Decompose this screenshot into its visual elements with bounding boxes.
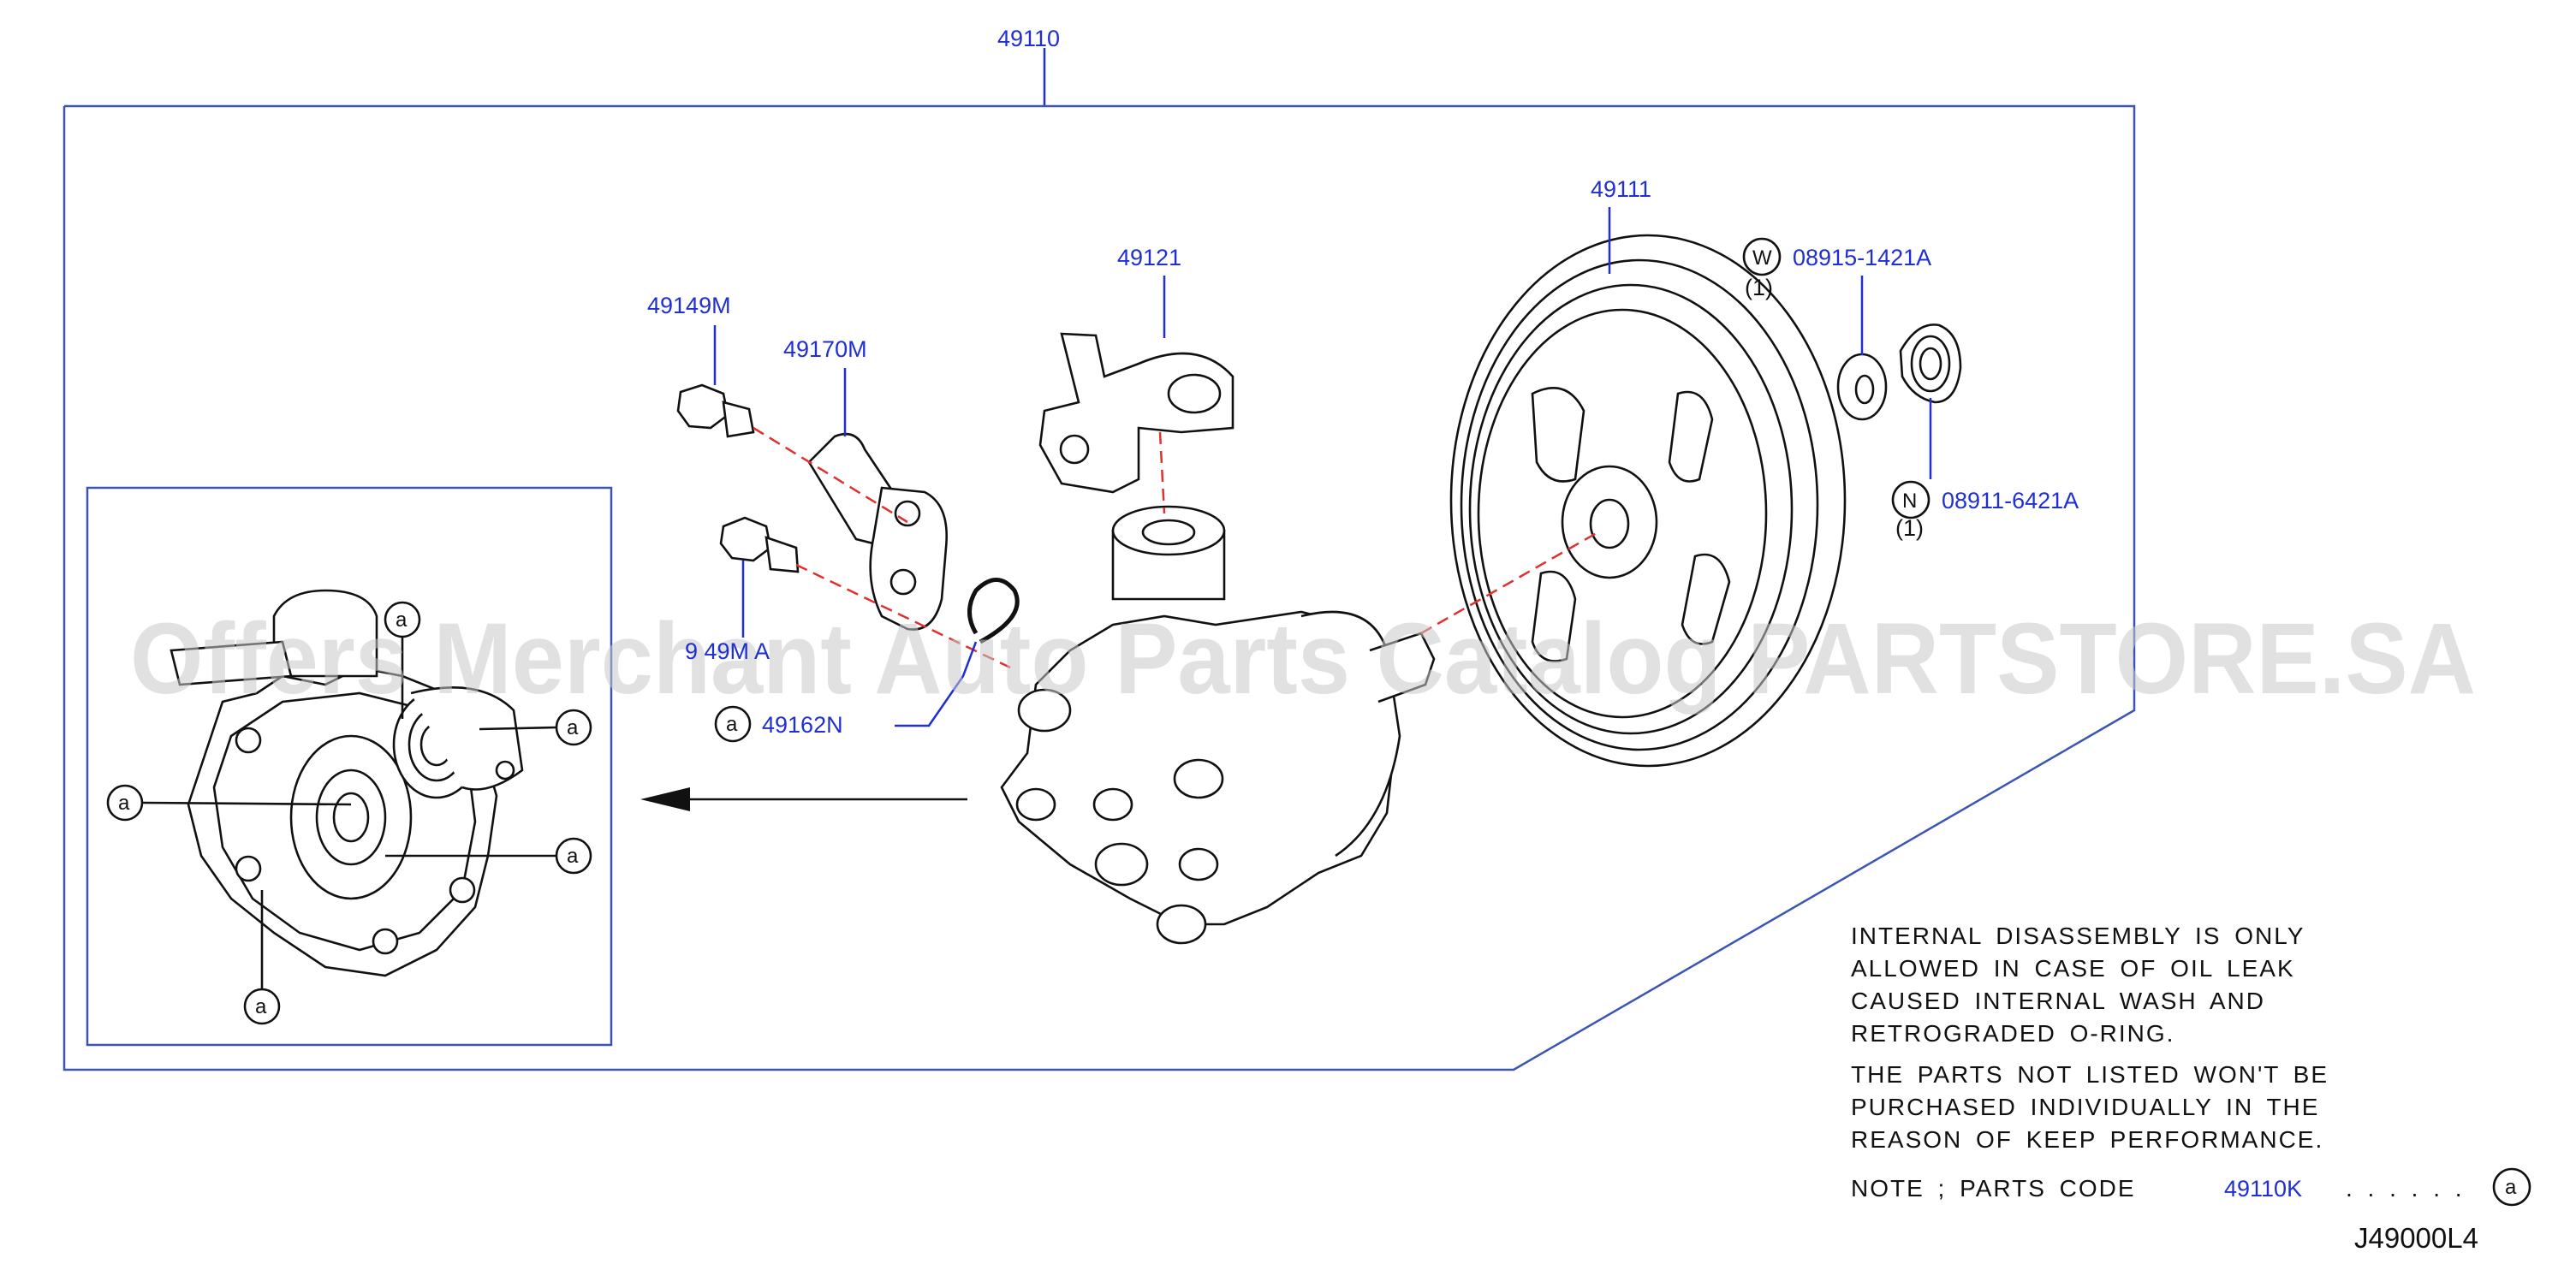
bolt-lower-part-number[interactable]: 9 49M A xyxy=(685,638,770,664)
o-ring-kit-marker xyxy=(714,705,752,743)
assembly-frame xyxy=(62,48,2136,1071)
o-ring-drawing xyxy=(967,578,1020,644)
connector-drawing xyxy=(807,432,948,631)
kit-symbol: a xyxy=(255,995,267,1018)
bracket-alignment-line xyxy=(1158,431,1166,514)
nut-part-number[interactable]: 08911-6421A xyxy=(1942,488,2079,513)
parts-code-dots: . . . . . . xyxy=(2346,1175,2464,1202)
bracket-part-number[interactable]: 49121 xyxy=(1117,245,1181,270)
washer-quantity: (1) xyxy=(1745,275,1773,300)
nut-symbol-circle xyxy=(1891,480,1931,519)
bolt-lower-alignment-line xyxy=(795,563,1011,669)
bolt-lower-drawing xyxy=(719,516,800,573)
kit-symbol: a xyxy=(726,713,738,736)
inset-frame xyxy=(86,486,613,1047)
pulley-drawing xyxy=(1449,234,1847,768)
washer-part-number[interactable]: 08915-1421A xyxy=(1793,245,1931,270)
note-not-listed-line: REASON OF KEEP PERFORMANCE. xyxy=(1851,1126,2323,1153)
bolt-upper-part-number[interactable]: 49149M xyxy=(647,293,731,318)
note-internal-line: ALLOWED IN CASE OF OIL LEAK xyxy=(1851,955,2295,982)
nut-quantity: (1) xyxy=(1895,515,1924,541)
reference-code: J49000L4 xyxy=(2354,1222,2478,1254)
kit-symbol: a xyxy=(567,716,579,739)
note-not-listed-line: PURCHASED INDIVIDUALLY IN THE xyxy=(1851,1094,2319,1120)
nut-symbol: N xyxy=(1902,490,1917,513)
kit-symbol: a xyxy=(567,845,579,868)
inset-kit-markers: a a a a a xyxy=(106,601,592,1025)
pulley-part-number[interactable]: 49111 xyxy=(1591,176,1651,202)
washer-drawing xyxy=(1836,353,1888,421)
o-ring-leader xyxy=(895,641,978,727)
kit-symbol: a xyxy=(396,608,408,632)
bolt-upper-alignment-line xyxy=(753,426,908,524)
inset-housing-drawing xyxy=(170,589,524,977)
washer-symbol-circle xyxy=(1742,237,1782,276)
watermark: Offers Merchant Auto Parts Catalog PARTS… xyxy=(130,602,2476,715)
notes-block: INTERNAL DISASSEMBLY IS ONLY ALLOWED IN … xyxy=(1851,923,2531,1207)
assembly-part-number[interactable]: 49110 xyxy=(997,26,1060,51)
nut-drawing xyxy=(1899,323,1962,404)
bolt-upper-drawing xyxy=(676,383,755,438)
washer-symbol: W xyxy=(1752,246,1772,270)
note-internal-line: CAUSED INTERNAL WASH AND xyxy=(1851,988,2265,1014)
note-internal-line: RETROGRADED O-RING. xyxy=(1851,1020,2174,1047)
bracket-drawing xyxy=(1038,332,1234,494)
parts-code-value[interactable]: 49110K xyxy=(2224,1176,2302,1202)
pulley-alignment-line xyxy=(1420,529,1602,635)
parts-code-label: NOTE ; PARTS CODE xyxy=(1851,1175,2136,1202)
note-internal-line: INTERNAL DISASSEMBLY IS ONLY xyxy=(1851,923,2305,949)
o-ring-part-number[interactable]: 49162N xyxy=(762,712,843,738)
kit-symbol: a xyxy=(2505,1176,2517,1199)
kit-symbol: a xyxy=(118,792,130,815)
connector-part-number[interactable]: 49170M xyxy=(783,336,867,362)
parts-code-kit-marker xyxy=(2492,1167,2531,1207)
note-not-listed-line: THE PARTS NOT LISTED WON'T BE xyxy=(1851,1061,2329,1088)
inset-arrow xyxy=(640,787,967,811)
pump-body-drawing xyxy=(1000,505,1436,945)
